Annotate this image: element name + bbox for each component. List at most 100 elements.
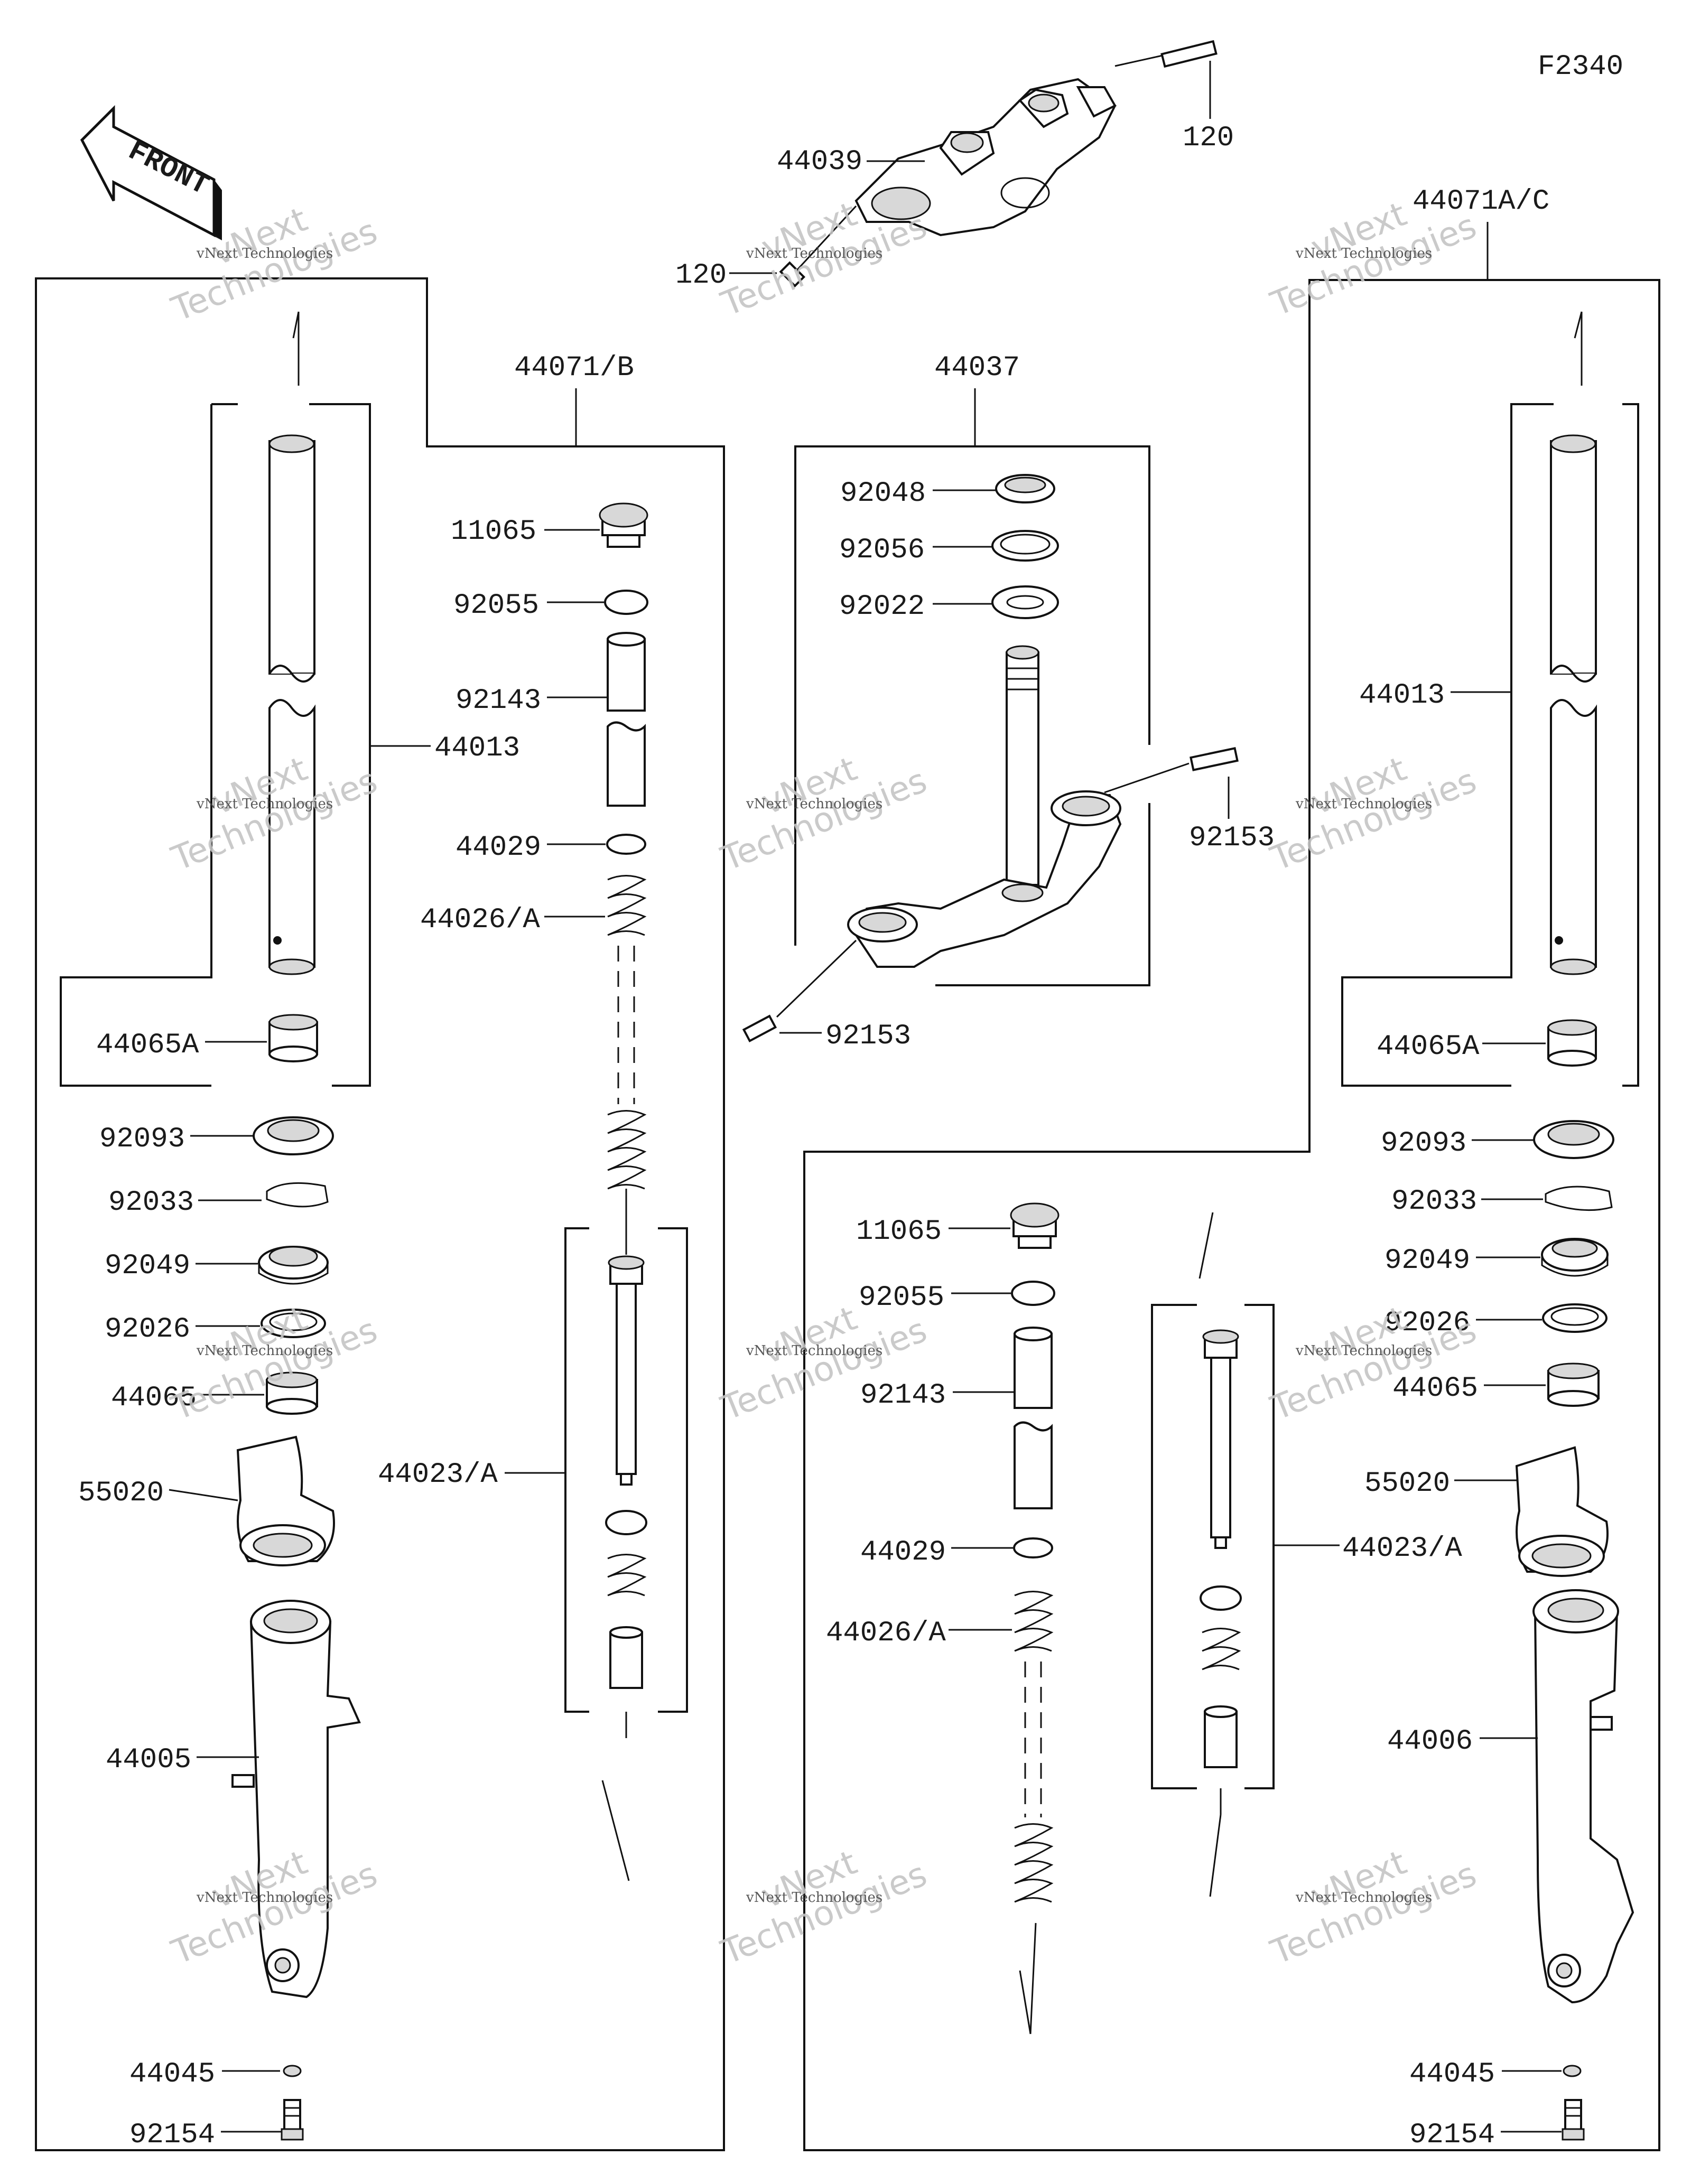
dust-seal-92093 <box>253 1116 334 1155</box>
circlip-92033 <box>266 1182 329 1208</box>
label-92153-right: 92153 <box>1189 822 1275 854</box>
figure-code: F2340 <box>1538 51 1623 83</box>
outer-tube-44006 <box>1532 1589 1634 2004</box>
front-arrow-icon: FRONT <box>80 105 222 240</box>
label-92056: 92056 <box>839 534 925 566</box>
svg-text:vNext Technologies: vNext Technologies <box>746 1343 882 1359</box>
label-92048: 92048 <box>840 478 926 510</box>
bushing-44065-right <box>1547 1362 1600 1407</box>
label-44065-left: 44065 <box>111 1382 197 1414</box>
washer-44029 <box>606 834 646 855</box>
oil-seal-92049-right <box>1541 1238 1609 1277</box>
label-44045-right: 44045 <box>1409 2058 1495 2090</box>
washer-92026-right <box>1542 1303 1608 1333</box>
svg-text:vNext Technologies: vNext Technologies <box>746 246 882 262</box>
cylinder-44023-right <box>1200 1329 1242 1768</box>
label-92154-right: 92154 <box>1409 2119 1495 2151</box>
bolt-92153-lower-icon <box>742 1014 777 1042</box>
spacer-92143-right <box>1014 1327 1053 1509</box>
upper-clamp-44039 <box>792 40 1218 276</box>
label-92033-left: 92033 <box>108 1187 194 1219</box>
washer-92026 <box>261 1309 326 1338</box>
washer-44029-right <box>1013 1537 1053 1558</box>
cylinder-44023 <box>605 1255 647 1689</box>
label-44065-right: 44065 <box>1392 1373 1478 1405</box>
o-ring-92055 <box>604 590 648 615</box>
label-44023a-right: 44023/A <box>1342 1533 1462 1565</box>
label-55020-right: 55020 <box>1364 1468 1450 1500</box>
inner-tube-44013-right <box>1550 434 1597 975</box>
right-fork-frame <box>803 279 1660 2151</box>
assembly-44071-b: 44071/B <box>514 352 634 384</box>
stem-frame <box>794 445 1150 946</box>
svg-text:vNext Technologies: vNext Technologies <box>196 796 333 812</box>
label-92153-lower: 92153 <box>825 1020 911 1052</box>
label-44026a-left: 44026/A <box>420 904 540 936</box>
label-44045-left: 44045 <box>129 2058 215 2090</box>
label-92026-right: 92026 <box>1385 1307 1470 1339</box>
label-92022: 92022 <box>839 591 925 623</box>
fork-guard-55020-right <box>1515 1446 1609 1577</box>
inner-tube-44013 <box>268 434 315 975</box>
seal-92022 <box>991 585 1059 619</box>
svg-text:vNext Technologies: vNext Technologies <box>1295 1890 1432 1906</box>
seal-92056 <box>991 530 1059 562</box>
label-44013-right: 44013 <box>1359 679 1445 712</box>
outer-tube-44005 <box>231 1600 361 1999</box>
svg-text:vNext Technologies: vNext Technologies <box>746 1890 882 1906</box>
label-92093-right: 92093 <box>1381 1127 1466 1160</box>
fork-cap-11065 <box>599 502 648 548</box>
svg-text:vNext Technologies: vNext Technologies <box>196 1890 333 1906</box>
bolt-120-icon <box>779 261 806 288</box>
assembly-44037: 44037 <box>934 352 1020 384</box>
svg-text:vNext Technologies: vNext Technologies <box>1295 796 1432 812</box>
bushing-44065a <box>268 1014 318 1062</box>
bearing-92048 <box>995 474 1055 503</box>
label-44039: 44039 <box>777 146 862 178</box>
fork-cap-11065-right <box>1010 1202 1060 1249</box>
svg-text:vNext Technologies: vNext Technologies <box>746 796 882 812</box>
label-44029-left: 44029 <box>456 832 541 864</box>
label-92049-left: 92049 <box>105 1250 190 1282</box>
washer-44045 <box>283 2065 302 2077</box>
label-120-top: 120 <box>1183 122 1234 154</box>
label-55020-left: 55020 <box>78 1477 164 1509</box>
label-44005: 44005 <box>106 1744 191 1776</box>
bushing-44065a-right <box>1547 1019 1597 1067</box>
steering-stem-lower-clamp <box>847 645 1122 968</box>
dust-seal-92093-right <box>1533 1120 1614 1159</box>
label-120-left: 120 <box>675 259 727 292</box>
left-fork-frame <box>35 277 725 2151</box>
spring-44026-right <box>1014 1591 1054 1903</box>
circlip-92033-right <box>1545 1186 1613 1211</box>
label-92055-right: 92055 <box>859 1282 944 1314</box>
label-44023a-left: 44023/A <box>378 1459 498 1491</box>
label-44026a-right: 44026/A <box>826 1617 946 1649</box>
svg-text:vNext Technologies: vNext Technologies <box>196 1343 333 1359</box>
label-92143-left: 92143 <box>456 685 541 717</box>
bolt-92153-icon <box>1190 746 1239 771</box>
bolt-92154 <box>281 2099 304 2141</box>
fork-guard-55020 <box>236 1435 335 1566</box>
label-92026-left: 92026 <box>105 1313 190 1346</box>
oil-seal-92049 <box>258 1246 329 1285</box>
svg-text:vNext Technologies: vNext Technologies <box>1295 246 1432 262</box>
washer-44045-right <box>1563 2065 1582 2077</box>
spacer-92143 <box>607 632 646 807</box>
o-ring-92055-right <box>1011 1281 1055 1306</box>
label-44006: 44006 <box>1387 1725 1473 1758</box>
svg-text:vNext Technologies: vNext Technologies <box>196 246 333 262</box>
label-44013-left: 44013 <box>434 732 520 764</box>
assembly-44071ac: 44071A/C <box>1413 185 1549 218</box>
label-92033-right: 92033 <box>1391 1186 1477 1218</box>
label-92049-right: 92049 <box>1385 1245 1470 1277</box>
label-11065-left: 11065 <box>451 516 536 548</box>
label-44065a-left: 44065A <box>96 1029 199 1061</box>
bolt-92154-right <box>1562 2099 1585 2141</box>
label-92143-right: 92143 <box>860 1379 946 1412</box>
svg-text:vNext Technologies: vNext Technologies <box>1295 1343 1432 1359</box>
spring-44026 <box>607 875 647 1190</box>
label-44029-right: 44029 <box>860 1536 946 1569</box>
label-92093-left: 92093 <box>99 1123 185 1155</box>
